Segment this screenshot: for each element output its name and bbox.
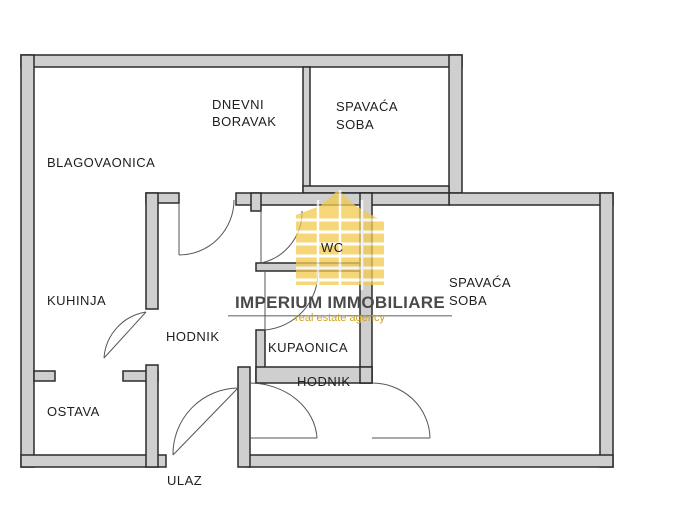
door-arc-entrance: [172, 387, 239, 456]
label-spavaca-top-2: SOBA: [336, 117, 374, 132]
walls: [20, 54, 614, 468]
label-ulaz: ULAZ: [167, 473, 202, 488]
label-kupaonica: KUPAONICA: [268, 340, 348, 355]
wall-right: [599, 192, 614, 468]
label-dnevni-boravak-1: DNEVNI: [212, 97, 264, 112]
label-dnevni-boravak-2: BORAVAK: [212, 114, 276, 129]
wall-spavaca-bottom: [302, 185, 450, 194]
wall-left: [20, 54, 35, 468]
door-arc-kitchen: [103, 311, 147, 359]
label-spavaca-right-2: SOBA: [449, 293, 487, 308]
wall-ostava-side: [145, 364, 159, 468]
label-ostava: OSTAVA: [47, 404, 100, 419]
label-blagovaonica: BLAGOVAONICA: [47, 155, 155, 170]
label-spavaca-top-1: SPAVAĆA: [336, 99, 398, 114]
label-wc: WC: [321, 240, 344, 255]
wall-hall-left-upper: [145, 192, 159, 310]
wall-spavaca-right: [448, 54, 463, 194]
label-spavaca-right-1: SPAVAĆA: [449, 275, 511, 290]
door-arc-hall-top: [178, 199, 235, 256]
door-arc-wc: [260, 210, 303, 264]
label-kuhinja: KUHINJA: [47, 293, 106, 308]
door-leaf-entrance: [172, 387, 239, 456]
wall-hall-right-upper: [250, 192, 262, 212]
wall-top-left: [20, 54, 463, 68]
door-arc-lower-right: [371, 382, 431, 439]
watermark-logo: [296, 190, 384, 290]
door-arc-lower-left: [249, 382, 318, 439]
wall-top-right: [448, 192, 614, 206]
label-hodnik-main: HODNIK: [166, 329, 220, 344]
watermark-title: IMPERIUM IMMOBILIARE: [235, 293, 445, 312]
wall-dnevni-spavaca: [302, 66, 311, 194]
wall-ostava-left: [33, 370, 56, 382]
wall-bottom-left: [20, 454, 167, 468]
door-leaf-kitchen: [103, 311, 147, 359]
watermark-text: IMPERIUM IMMOBILIARE real estate agency: [228, 293, 452, 324]
wall-lower-hall-right: [359, 366, 373, 384]
label-hodnik-lower: HODNIK: [297, 374, 351, 389]
wall-hall-right-lower: [237, 366, 251, 468]
wall-bottom-right: [247, 454, 614, 468]
room-labels: DNEVNI BORAVAK SPAVAĆA SOBA BLAGOVAONICA…: [47, 97, 511, 488]
watermark-subtitle: real estate agency: [295, 312, 385, 324]
